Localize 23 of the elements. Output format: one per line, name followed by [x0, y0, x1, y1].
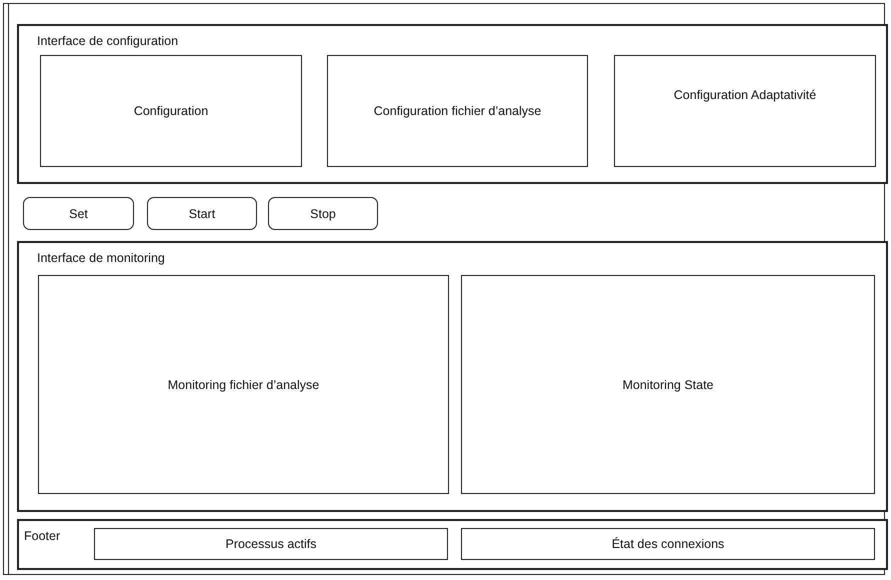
content-panel	[94, 528, 448, 560]
content-panel	[461, 275, 875, 494]
section-panel	[17, 24, 888, 184]
panel-label: Monitoring State	[621, 378, 715, 392]
section-panel	[17, 519, 888, 570]
content-panel	[40, 55, 302, 167]
section-title: Interface de configuration	[37, 34, 178, 48]
content-panel	[461, 528, 875, 560]
panel-label: Monitoring fichier d’analyse	[166, 378, 320, 392]
section-panel	[17, 241, 888, 512]
content-panel	[614, 55, 876, 167]
button: Set	[23, 197, 134, 230]
section-title: Footer	[24, 529, 60, 543]
panel-label: Processus actifs	[224, 537, 318, 551]
button: Stop	[268, 197, 378, 230]
section-title: Interface de monitoring	[37, 251, 165, 265]
button: Start	[147, 197, 257, 230]
panel-label: Configuration	[132, 104, 210, 118]
panel-label: Configuration fichier d’analyse	[372, 104, 542, 118]
content-panel	[38, 275, 449, 494]
panel-label: État des connexions	[610, 537, 726, 551]
panel-label: Configuration Adaptativité	[672, 88, 818, 102]
content-panel	[327, 55, 588, 167]
